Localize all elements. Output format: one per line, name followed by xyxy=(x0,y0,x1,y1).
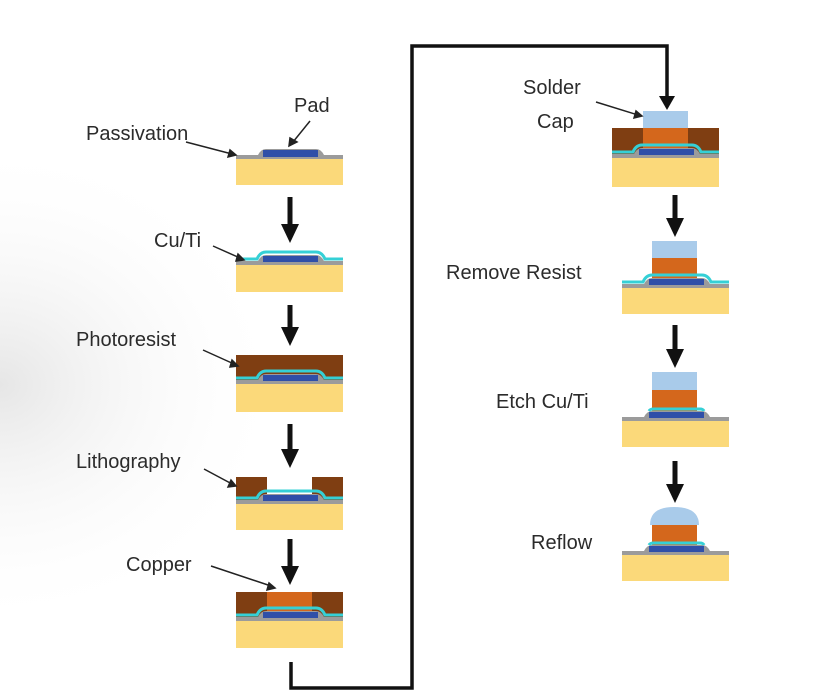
label-remove-resist: Remove Resist xyxy=(446,262,582,284)
label-cu-ti: Cu/Ti xyxy=(154,230,201,252)
step-reflow-cross-section xyxy=(622,507,729,581)
step-photoresist-cross-section xyxy=(236,355,343,412)
step-copper-cross-section xyxy=(236,592,343,648)
label-copper: Copper xyxy=(126,554,192,576)
step-arrow xyxy=(281,539,299,585)
step-arrow xyxy=(281,305,299,346)
step-lithography-cross-section xyxy=(236,477,343,530)
label-passivation: Passivation xyxy=(86,123,188,145)
label-solder-line2: Cap xyxy=(537,111,574,133)
step-etch-cu-ti-cross-section xyxy=(622,372,729,447)
step-arrow xyxy=(666,461,684,503)
flow-connector-line xyxy=(289,44,669,690)
label-etch-cu-ti: Etch Cu/Ti xyxy=(496,391,589,413)
step-remove-resist-cross-section xyxy=(622,241,729,314)
leader-lines xyxy=(185,101,644,592)
step-cu-ti-cross-section xyxy=(236,250,343,292)
step-arrow xyxy=(281,424,299,468)
step-solder-cap-cross-section xyxy=(612,111,719,187)
label-solder-line1: Solder xyxy=(523,77,581,99)
label-lithography: Lithography xyxy=(76,451,181,473)
label-reflow: Reflow xyxy=(531,532,593,554)
step-arrow xyxy=(666,325,684,368)
label-pad: Pad xyxy=(294,95,330,117)
flow-connector-arrowhead xyxy=(659,96,675,110)
label-photoresist: Photoresist xyxy=(76,329,176,351)
step-arrow xyxy=(666,195,684,237)
step-passivation-cross-section xyxy=(236,149,343,185)
step-arrow xyxy=(281,197,299,243)
